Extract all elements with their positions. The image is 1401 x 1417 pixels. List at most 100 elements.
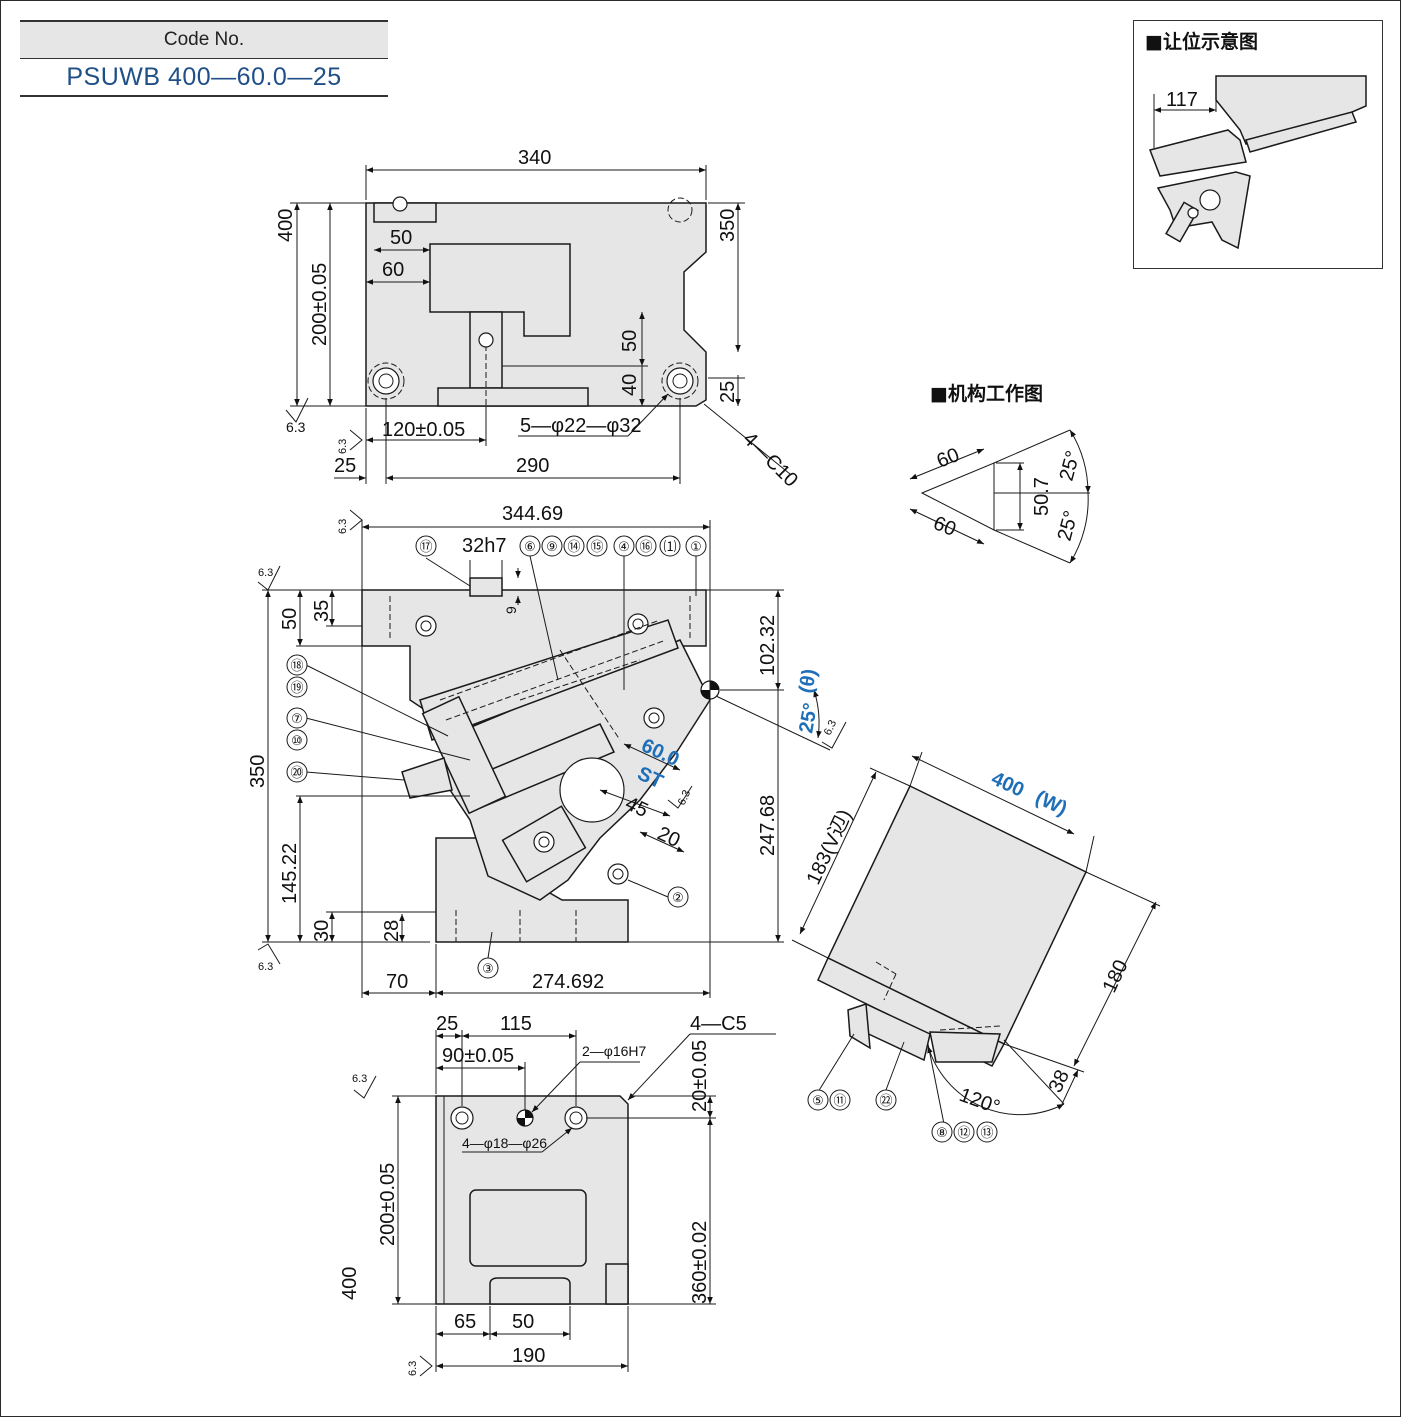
bottom-dim-25: 25: [436, 1013, 458, 1035]
roughness-2: 6.3: [337, 439, 349, 454]
top-dim-50b: 50: [619, 330, 641, 352]
part-5: ⑤: [812, 1093, 824, 1108]
front-dim-247: 247.68: [757, 795, 779, 856]
top-height: 400: [275, 209, 297, 242]
cam-dim-180: 180: [1099, 957, 1133, 997]
part-3: ③: [482, 961, 494, 976]
front-dim-9: 9: [503, 606, 519, 614]
bottom-dim-190: 190: [512, 1345, 545, 1367]
bottom-dim-65: 65: [454, 1311, 476, 1333]
bottom-chamfer: 4—C5: [690, 1013, 747, 1035]
part-21: ⑴: [663, 539, 676, 554]
top-width: 340: [518, 147, 551, 169]
top-dim-40: 40: [619, 374, 641, 396]
front-height-350: 350: [247, 755, 269, 788]
front-32h7: 32h7: [462, 535, 507, 557]
roughness-6: 6.3: [822, 718, 839, 737]
top-view: 340 400 200±0.05 350 25 50 60 50 40 120±…: [275, 147, 802, 491]
bottom-pin: 2—φ16H7: [582, 1043, 647, 1059]
bottom-holes: 4—φ18—φ26: [462, 1135, 547, 1151]
front-dim-70: 70: [386, 971, 408, 993]
code-value: PSUWB 400—60.0—25: [20, 59, 388, 97]
cam-v-dim: 183(V辺): [802, 806, 857, 888]
part-1: ①: [690, 539, 702, 554]
part-6: ⑥: [524, 539, 536, 554]
part-7: ⑦: [291, 711, 303, 726]
mech-angle-upper: 25°: [1056, 448, 1085, 483]
roughness-1: 6.3: [286, 419, 306, 435]
part-16: ⑯: [639, 539, 652, 554]
inset-title: ■让位示意图: [1145, 30, 1258, 53]
cam-dim-38: 38: [1045, 1067, 1074, 1096]
roughness-4: 6.3: [258, 567, 273, 579]
part-10: ⑩: [291, 733, 303, 748]
part-14: ⑭: [567, 539, 580, 554]
cam-width: 400: [988, 768, 1028, 802]
roughness-9: 6.3: [407, 1361, 419, 1376]
top-holes: 5—φ22—φ32: [520, 415, 642, 437]
part-9: ⑨: [546, 539, 558, 554]
bottom-view: 25 115 90±0.05 2—φ16H7 4—C5 20±0.05 4—φ1…: [339, 1013, 776, 1372]
mech-height: 50.7: [1031, 477, 1053, 516]
front-view: 344.69 32h7 9 350 50 35 145.22 30 28 102…: [247, 503, 831, 998]
front-dim-274: 274.692: [532, 971, 604, 993]
top-right-25: 25: [717, 381, 739, 403]
top-dim-290: 290: [516, 455, 549, 477]
front-part-numbers: ⑰ ⑥ ⑨ ⑭ ⑮ ④ ⑯ ⑴ ① ⑱ ⑲ ⑦ ⑩ ⑳ ② ③: [286, 535, 707, 979]
mech-side-lower: 60: [930, 512, 959, 541]
front-width: 344.69: [502, 503, 563, 525]
part-20: ⑳: [290, 765, 303, 780]
mech-angle-lower: 25°: [1054, 508, 1083, 543]
code-number-box: Code No. PSUWB 400—60.0—25: [20, 20, 388, 97]
roughness-3: 6.3: [337, 519, 349, 534]
bottom-dim-90: 90±0.05: [442, 1045, 514, 1067]
top-right-350: 350: [717, 209, 739, 242]
mechanism-diagram: ■机构工作图 60 60 50.7 25° 25°: [909, 382, 1091, 564]
part-8: ⑧: [936, 1125, 948, 1140]
part-13: ⑬: [980, 1125, 993, 1140]
front-dim-20: 20: [654, 823, 683, 852]
cam-width-w: (W): [1032, 787, 1070, 821]
front-theta: (θ): [795, 667, 821, 695]
front-dim-28: 28: [381, 920, 403, 942]
front-dim-102: 102.32: [757, 615, 779, 676]
mech-side-upper: 60: [934, 444, 963, 473]
front-dim-30: 30: [311, 920, 333, 942]
front-dim-50: 50: [279, 608, 301, 630]
top-dim-50: 50: [390, 227, 412, 249]
part-18: ⑱: [290, 658, 303, 673]
bottom-dim-20: 20±0.05: [689, 1040, 711, 1112]
cam-view: 400 (W) 183(V辺) 180 38 120° ⑤ ⑪ ㉒ ⑧ ⑫ ⑬: [791, 751, 1161, 1143]
roughness-7: 6.3: [676, 788, 693, 807]
roughness-8: 6.3: [352, 1073, 367, 1085]
part-11: ⑪: [833, 1093, 846, 1108]
part-4: ④: [618, 539, 630, 554]
part-12: ⑫: [957, 1125, 970, 1140]
front-dim-35: 35: [311, 600, 333, 622]
inset-dim-117: 117: [1166, 89, 1198, 111]
front-angle: 25°: [795, 701, 822, 735]
code-label: Code No.: [20, 20, 388, 59]
bottom-dim-50: 50: [512, 1311, 534, 1333]
top-dim-120: 120±0.05: [382, 419, 465, 441]
part-22: ㉒: [879, 1093, 892, 1108]
cam-part-numbers: ⑤ ⑪ ㉒ ⑧ ⑫ ⑬: [807, 1033, 998, 1143]
roughness-symbols: 6.3 6.3 6.3 6.3 6.3 6.3 6.3 6.3 6.3: [257, 397, 847, 1377]
top-chamfer: 4—C10: [738, 428, 802, 492]
roughness-5: 6.3: [258, 961, 273, 973]
top-dim-60: 60: [382, 259, 404, 281]
bottom-dim-360: 360±0.02: [689, 1221, 711, 1304]
part-15: ⑮: [590, 539, 603, 554]
top-dim-25: 25: [334, 455, 356, 477]
cam-angle: 120°: [956, 1084, 1002, 1119]
front-dim-145: 145.22: [279, 843, 301, 904]
mechanism-title: ■机构工作图: [930, 382, 1043, 405]
bottom-dim-400: 400: [339, 1267, 361, 1300]
bottom-dim-200: 200±0.05: [377, 1163, 399, 1246]
part-17: ⑰: [419, 539, 432, 554]
inset-figure: ■让位示意图 117: [1145, 30, 1367, 250]
bottom-dim-115: 115: [500, 1013, 532, 1035]
top-height-200: 200±0.05: [309, 263, 331, 346]
part-2: ②: [672, 890, 684, 905]
